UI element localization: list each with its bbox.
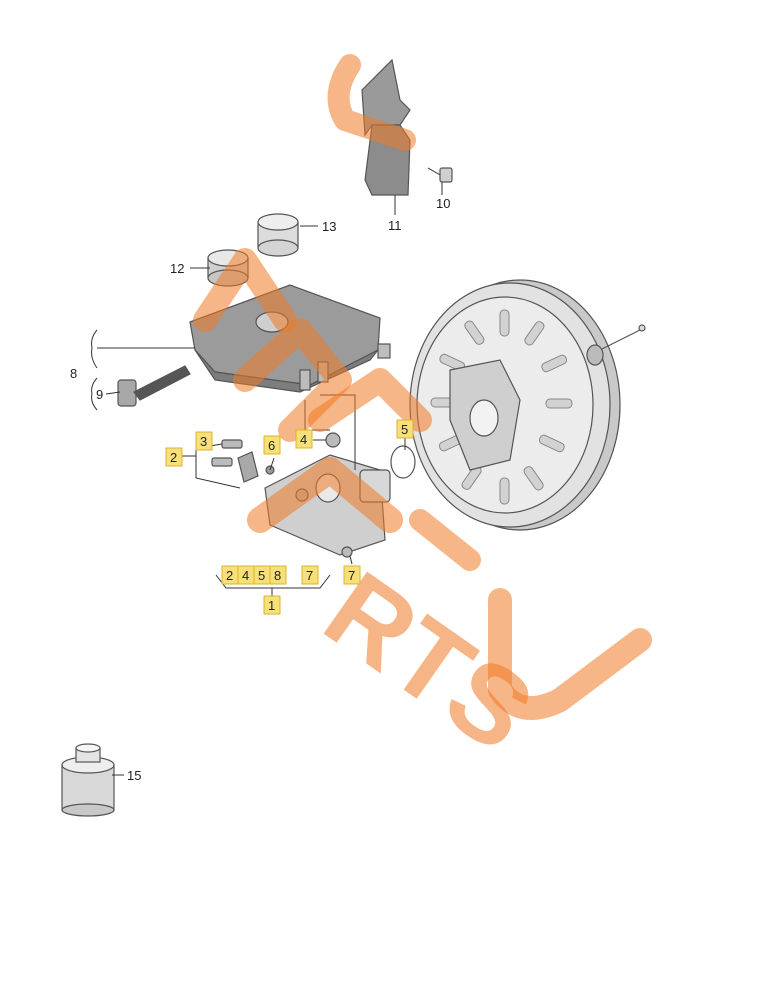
callout-4-text: 4 (300, 432, 307, 447)
callout-7-group: 7 (301, 565, 319, 585)
callout-4: 4 (295, 429, 313, 449)
callout-8-text: 8 (70, 366, 77, 381)
fluid-can-part (61, 743, 115, 817)
callout-10: 12 (170, 261, 184, 276)
callout-2-text: 2 (170, 450, 177, 465)
bolt-part (427, 167, 453, 183)
callout-8: 8 (70, 366, 77, 381)
callout-5-text: 5 (401, 422, 408, 437)
callout-8-group-text: 8 (274, 568, 281, 583)
callout-7: 7 (343, 565, 361, 585)
callout-1: 1 (263, 595, 281, 615)
callout-1-text: 1 (268, 598, 275, 613)
callout-15: 15 (127, 768, 141, 783)
o-ring-part (390, 445, 416, 479)
callout-12-text: 11 (388, 218, 402, 233)
watermark-text: RTS (304, 548, 555, 775)
callout-6-text: 6 (268, 438, 275, 453)
callout-group-2458: 2 4 5 8 (221, 565, 287, 585)
callout-12: 11 (388, 218, 402, 233)
callout-10-text: 12 (170, 261, 184, 276)
level-sensor-part (117, 365, 191, 407)
callout-3-text: 3 (200, 434, 207, 449)
screws-part (211, 439, 259, 483)
callout-2: 2 (165, 447, 183, 467)
callout-13-text: 10 (436, 196, 450, 211)
callout-15-text: 15 (127, 768, 141, 783)
brake-booster-part (409, 279, 646, 531)
callout-7-text: 7 (348, 568, 355, 583)
callout-6: 6 (263, 435, 281, 455)
callout-5-group-text: 5 (258, 568, 265, 583)
reservoir-cap-part (257, 213, 299, 257)
callout-13: 10 (436, 196, 450, 211)
callout-4-group-text: 4 (242, 568, 249, 583)
callout-5: 5 (396, 419, 414, 439)
callout-9: 9 (96, 387, 103, 402)
callout-11: 13 (322, 219, 336, 234)
callout-11-text: 13 (322, 219, 336, 234)
callout-7-group-text: 7 (306, 568, 313, 583)
callout-9-text: 9 (96, 387, 103, 402)
callout-2-group-text: 2 (226, 568, 233, 583)
callout-3: 3 (195, 431, 213, 451)
